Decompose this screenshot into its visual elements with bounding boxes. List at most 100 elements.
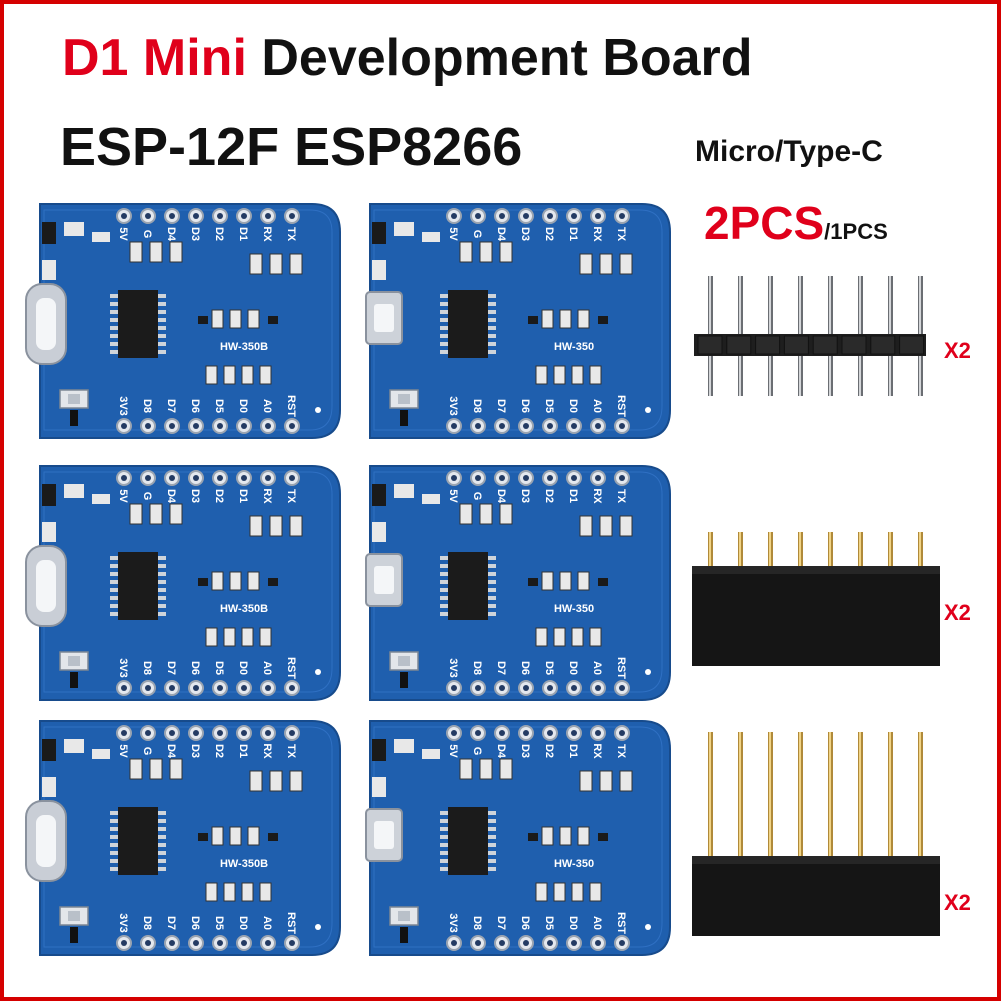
bottom-pin-label: D0 [567, 916, 579, 930]
top-pin-label: D2 [213, 227, 225, 241]
bottom-pin-label: D8 [141, 399, 153, 413]
top-pin-label: RX [261, 488, 273, 504]
top-pin-label: D4 [165, 227, 177, 242]
bottom-pin-label: D6 [519, 661, 531, 675]
bottom-pin-label: D5 [213, 916, 225, 930]
top-pin-label: D2 [543, 489, 555, 503]
bottom-pin-label: D8 [141, 916, 153, 930]
bottom-pin-label: D5 [213, 399, 225, 413]
top-pin-label: 5V [447, 489, 459, 503]
top-pin-label: D1 [567, 744, 579, 758]
type-c-connector [25, 800, 67, 882]
usb-serial-chip [110, 807, 166, 875]
top-pin-label: 5V [447, 227, 459, 241]
top-pin-label: D3 [189, 489, 201, 503]
top-pin-label: D3 [519, 744, 531, 758]
top-pin-label: G [471, 492, 483, 501]
top-pin-label: D2 [543, 227, 555, 241]
bottom-pin-label: RST [615, 657, 627, 679]
title-prefix: D1 Mini [62, 29, 247, 87]
top-pin-label: G [141, 492, 153, 501]
bottom-pin-label: D7 [165, 661, 177, 675]
top-pin-label: 5V [117, 227, 129, 241]
top-pin-label: G [141, 230, 153, 239]
bottom-pin-label: RST [615, 395, 627, 417]
usb-serial-chip [110, 290, 166, 358]
board-model-label: HW-350B [220, 341, 268, 353]
top-pin-label: D2 [213, 744, 225, 758]
male-header-count: X2 [944, 338, 971, 363]
top-pin-label: TX [285, 489, 297, 504]
bottom-pin-label: D0 [567, 399, 579, 413]
type-c-connector [25, 283, 67, 365]
top-pin-label: G [141, 747, 153, 756]
board-model-label: HW-350 [554, 603, 594, 615]
bottom-pin-label: A0 [591, 916, 603, 930]
product-subtitle: ESP-12F ESP8266 [60, 117, 523, 177]
top-pin-label: 5V [447, 744, 459, 758]
top-pin-label: D4 [165, 744, 177, 759]
top-pin-label: TX [285, 744, 297, 759]
bottom-pin-label: A0 [261, 916, 273, 930]
male-pin-header-image [694, 276, 926, 396]
bottom-pin-label: RST [615, 912, 627, 934]
bottom-pin-label: RST [285, 657, 297, 679]
bottom-pin-label: D0 [237, 661, 249, 675]
variant-label: Micro/Type-C [695, 135, 883, 168]
bottom-pin-label: D8 [471, 661, 483, 675]
top-pin-label: D3 [519, 489, 531, 503]
bottom-pin-label: 3V3 [117, 396, 129, 416]
reset-button [389, 651, 419, 688]
top-pin-label: TX [615, 744, 627, 759]
reset-button [59, 906, 89, 943]
top-pin-label: TX [615, 227, 627, 242]
top-pin-label: D1 [237, 744, 249, 758]
top-pin-label: D4 [495, 744, 507, 759]
top-pin-label: 5V [117, 489, 129, 503]
bottom-pin-label: D8 [141, 661, 153, 675]
reset-button [59, 389, 89, 426]
usb-serial-chip [440, 290, 496, 358]
bottom-pin-label: D6 [519, 916, 531, 930]
top-pin-label: D4 [495, 489, 507, 504]
bottom-pin-label: D7 [165, 399, 177, 413]
usb-serial-chip [440, 552, 496, 620]
bottom-pin-label: D7 [495, 399, 507, 413]
bottom-pin-label: D6 [189, 399, 201, 413]
micro-usb-connector [365, 553, 403, 607]
bottom-pin-label: RST [285, 395, 297, 417]
bottom-pin-label: 3V3 [117, 658, 129, 678]
bottom-pin-label: D6 [519, 399, 531, 413]
micro-usb-connector [365, 291, 403, 345]
quantity-alt: /1PCS [824, 219, 888, 244]
top-pin-label: D1 [567, 227, 579, 241]
usb-serial-chip [440, 807, 496, 875]
top-pin-label: D3 [189, 227, 201, 241]
board-model-label: HW-350B [220, 858, 268, 870]
top-pin-label: D2 [543, 744, 555, 758]
title-rest: Development Board [246, 29, 753, 87]
usb-serial-chip [110, 552, 166, 620]
bottom-pin-label: 3V3 [117, 913, 129, 933]
bottom-pin-label: D5 [543, 399, 555, 413]
top-pin-label: RX [591, 488, 603, 504]
top-pin-label: G [471, 230, 483, 239]
top-pin-label: TX [285, 227, 297, 242]
top-pin-label: D4 [495, 227, 507, 242]
bottom-pin-label: 3V3 [447, 913, 459, 933]
board-model-label: HW-350 [554, 341, 594, 353]
top-pin-label: TX [615, 489, 627, 504]
bottom-pin-label: D7 [495, 916, 507, 930]
female-header-long-count: X2 [944, 890, 971, 915]
top-pin-label: D1 [237, 227, 249, 241]
reset-button [389, 389, 419, 426]
bottom-pin-label: D7 [165, 916, 177, 930]
top-pin-label: D3 [189, 744, 201, 758]
bottom-pin-label: D8 [471, 916, 483, 930]
top-pin-label: D1 [237, 489, 249, 503]
